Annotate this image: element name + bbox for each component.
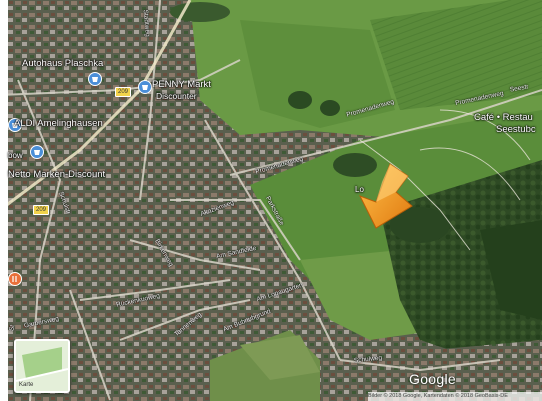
shopping-pin-icon[interactable] — [138, 80, 152, 94]
map-type-label: Karte — [19, 382, 34, 388]
road-label: St — [8, 324, 17, 332]
map-thumbnail-icon — [16, 341, 68, 391]
shopping-pin-icon[interactable] — [8, 118, 22, 132]
poi-label[interactable]: ALDI Amelinghausen — [14, 118, 103, 129]
poi-label: bow — [8, 151, 23, 160]
poi-label[interactable]: Café • Restau — [474, 112, 533, 123]
location-arrow-icon — [358, 163, 413, 229]
poi-label: Lo — [355, 185, 364, 194]
poi-label[interactable]: Netto Marken-Discount — [8, 169, 106, 180]
poi-label[interactable]: Discounter — [156, 91, 197, 101]
poi-label[interactable]: Autohaus Plaschka — [22, 58, 104, 69]
shopping-pin-icon[interactable] — [30, 145, 44, 159]
route-shield: 209 — [33, 205, 50, 215]
google-logo: Google — [409, 371, 456, 387]
road-label: Stadtweg — [141, 9, 151, 37]
map-attribution[interactable]: Bilder © 2018 Google, Kartendaten © 2018… — [368, 392, 542, 401]
map-type-toggle[interactable]: Karte — [14, 339, 70, 393]
left-margin — [0, 0, 8, 401]
route-shield: 209 — [115, 87, 132, 97]
poi-label[interactable]: PENNY Markt — [152, 79, 211, 90]
restaurant-pin-icon[interactable] — [8, 272, 22, 286]
shopping-pin-icon[interactable] — [88, 72, 102, 86]
poi-label[interactable]: Seestubc — [496, 124, 536, 135]
